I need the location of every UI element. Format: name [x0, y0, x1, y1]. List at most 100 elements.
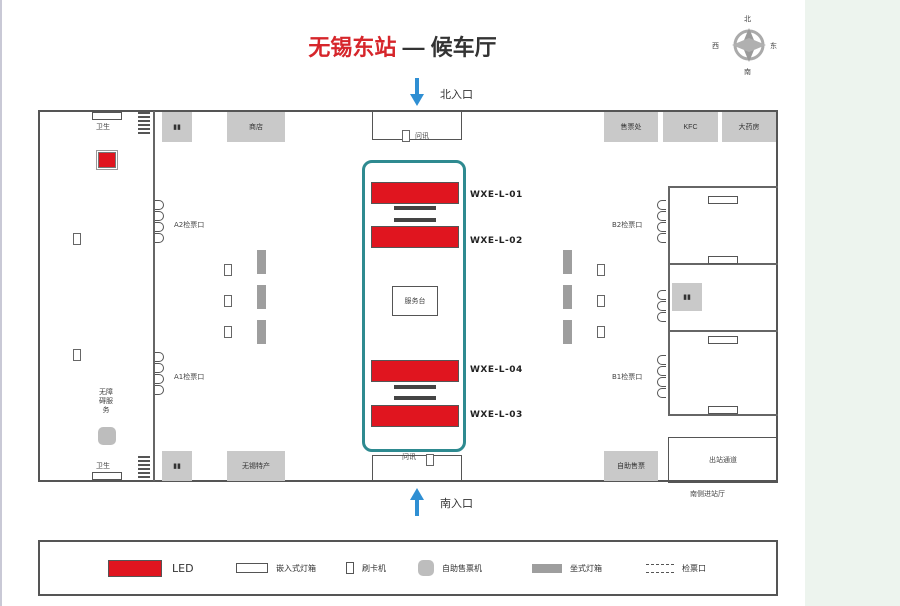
kfc-shop: KFC — [663, 112, 718, 142]
bench — [563, 320, 572, 344]
legend-led-swatch — [108, 559, 162, 577]
kiosk — [224, 295, 232, 307]
bench — [257, 250, 266, 274]
legend-gate-label: 检票口 — [682, 563, 706, 573]
kiosk — [597, 264, 605, 276]
kiosk — [73, 349, 81, 361]
ticket-office: 售票处 — [604, 112, 658, 142]
led-base — [394, 385, 436, 389]
elevator-marker — [96, 150, 118, 170]
south-hall-label: 南侧进站厅 — [690, 490, 725, 498]
page-frame-left — [0, 0, 2, 606]
compass-south: 南 — [744, 68, 751, 76]
left-area-wall — [153, 111, 155, 481]
legend-machine: 自助售票机 — [418, 542, 482, 594]
gate-a1-label: A1检票口 — [174, 373, 205, 381]
led-screen-02[interactable] — [371, 226, 459, 248]
service-desk: 服务台 — [392, 286, 438, 316]
page-title: 无锡东站 — 候车厅 — [0, 30, 805, 62]
led-label-03: WXE-L-03 — [470, 410, 523, 420]
gate-a1-icon — [155, 352, 167, 395]
legend-kiosk-label: 刷卡机 — [362, 563, 386, 573]
gate-b2-icon — [657, 200, 669, 243]
right-room-wall — [668, 186, 778, 188]
led-screen-01[interactable] — [371, 182, 459, 204]
compass-east: 东 — [770, 42, 777, 50]
legend-led: LED — [108, 542, 194, 594]
led-base — [394, 206, 436, 210]
legend-bench-label: 坐式灯箱 — [570, 563, 602, 573]
legend-machine-swatch — [418, 560, 434, 576]
kiosk — [73, 233, 81, 245]
legend-wall-label: 嵌入式灯箱 — [276, 563, 316, 573]
legend-wall-swatch — [236, 563, 268, 573]
south-desk-label: 问讯 — [402, 453, 416, 461]
pharmacy-shop: 大药房 — [722, 112, 776, 142]
title-dash: — — [396, 35, 431, 60]
north-desk-area — [372, 112, 462, 140]
legend-bench: 坐式灯箱 — [532, 542, 602, 594]
led-screen-03[interactable] — [371, 405, 459, 427]
right-room-wall — [668, 414, 778, 416]
led-screen-04[interactable] — [371, 360, 459, 382]
right-room-door — [708, 336, 738, 344]
shop-top-left: 商店 — [227, 112, 285, 142]
gate-b1-icon — [657, 355, 669, 398]
right-room-door — [708, 406, 738, 414]
gate-b1-label: B1检票口 — [612, 373, 643, 381]
legend-wall: 嵌入式灯箱 — [236, 542, 316, 594]
right-room-door — [708, 196, 738, 204]
north-desk-label: 问讯 — [415, 132, 429, 140]
legend-machine-label: 自助售票机 — [442, 563, 482, 573]
kiosk — [426, 454, 434, 466]
kiosk — [402, 130, 410, 142]
toilet-top-box — [92, 112, 122, 120]
kiosk — [224, 264, 232, 276]
legend-led-label: LED — [172, 561, 194, 575]
right-room-door — [708, 256, 738, 264]
legend-bench-swatch — [532, 563, 562, 573]
stairs-bottom-left — [138, 456, 150, 480]
legend: LED 嵌入式灯箱 刷卡机 自助售票机 坐式灯箱 检票口 — [38, 540, 778, 596]
kiosk — [224, 326, 232, 338]
gate-b2-label: B2检票口 — [612, 221, 643, 229]
toilet-bottom-label: 卫生 — [96, 462, 110, 470]
kiosk — [597, 295, 605, 307]
led-base — [394, 396, 436, 400]
title-station: 无锡东站 — [308, 35, 397, 60]
legend-gate: 检票口 — [646, 542, 706, 594]
bench — [257, 285, 266, 309]
service-label: 无障碍服务 — [99, 388, 113, 414]
right-margin-strip — [805, 0, 900, 606]
south-desk-area — [372, 455, 462, 481]
legend-kiosk-swatch — [346, 562, 354, 574]
led-label-01: WXE-L-01 — [470, 190, 523, 200]
toilet-bottom-box — [92, 472, 122, 480]
compass: 北 南 东 西 — [712, 14, 778, 76]
toilet-top-label: 卫生 — [96, 123, 110, 131]
led-label-02: WXE-L-02 — [470, 236, 523, 246]
toilet-sign-top-icon: ▮▮ — [162, 112, 192, 142]
legend-kiosk: 刷卡机 — [346, 542, 386, 594]
compass-icon — [732, 28, 766, 62]
compass-north: 北 — [744, 15, 751, 23]
gate-b-mid-icon — [657, 290, 669, 330]
legend-gate-swatch — [646, 563, 674, 573]
stairs-top-left — [138, 112, 150, 136]
self-service-machine-icon — [98, 427, 116, 445]
bench — [563, 250, 572, 274]
title-hall: 候车厅 — [430, 35, 497, 60]
exit-channel-box: 出站通道 — [668, 437, 778, 483]
right-room-wall — [668, 186, 670, 414]
kiosk — [597, 326, 605, 338]
self-ticket-box: 自助售票 — [604, 451, 658, 481]
toilet-sign-bottom-icon: ▮▮ — [162, 451, 192, 481]
led-base — [394, 218, 436, 222]
south-entrance-arrow-icon — [410, 488, 424, 523]
led-label-04: WXE-L-04 — [470, 365, 523, 375]
led-highlight-zone — [362, 160, 466, 452]
gate-a2-label: A2检票口 — [174, 221, 205, 229]
north-entrance-arrow-icon — [410, 78, 424, 113]
compass-west: 西 — [712, 42, 719, 50]
north-entrance-label: 北入口 — [440, 88, 473, 101]
